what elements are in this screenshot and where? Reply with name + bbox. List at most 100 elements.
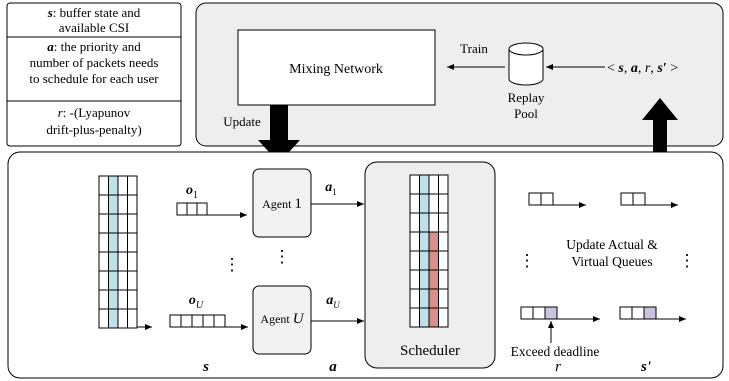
agent-U-box (252, 285, 312, 355)
replay-pool-icon (508, 42, 544, 86)
scheduler-grid-cell (419, 231, 430, 252)
state-grid-cell (117, 194, 128, 215)
legend-r-line1: r: -(Lyapunov (58, 105, 131, 120)
state-grid-cell (127, 270, 138, 291)
state-label: s (202, 359, 209, 375)
update-queues-line2: Virtual Queues (571, 254, 652, 269)
mixing-network-box (237, 29, 436, 106)
next-state-label: s' (640, 359, 651, 375)
scheduler-grid-cell (438, 193, 449, 214)
experience-up-arrow (642, 98, 678, 158)
mixing-network-label: Mixing Network (289, 62, 383, 77)
scheduler-grid-cell (438, 250, 449, 271)
update-label: Update (223, 114, 261, 129)
state-grid-cell (117, 270, 128, 291)
bottom-panel: o1 oU ⋮ Agent 1 ⋮ Agent U a1 aU (7, 151, 724, 379)
legend-a-line3: to schedule for each user (29, 71, 159, 86)
state-grid-cell (127, 308, 138, 329)
legend-s-line2: available CSI (59, 20, 129, 35)
scheduler-grid-cell (428, 212, 439, 233)
virtual-queue-bottom (619, 306, 686, 322)
state-grid-cell (98, 289, 109, 310)
legend-outer (6, 2, 182, 147)
scheduler-buffer-grid (409, 174, 449, 328)
scheduler-grid-cell (428, 250, 439, 271)
state-grid-cell (117, 251, 128, 272)
state-grid-cell (127, 213, 138, 234)
scheduler-grid-cell (419, 212, 430, 233)
replay-pool-label-1: Replay (508, 90, 545, 105)
scheduler-grid-cell (419, 193, 430, 214)
scheduler-grid-cell (438, 288, 449, 309)
scheduler-grid-cell (428, 307, 439, 328)
scheduler-grid-cell (409, 307, 420, 328)
vdots-right-queues: ⋮ (679, 251, 696, 270)
state-buffer-grid (98, 175, 138, 329)
state-grid-cell (108, 175, 119, 196)
action-U-label: aU (326, 293, 340, 310)
vdots-agents: ⋮ (274, 247, 291, 266)
scheduler-grid-cell (428, 174, 439, 195)
reward-label: r (555, 359, 561, 375)
scheduler-grid-cell (419, 307, 430, 328)
state-grid-cell (108, 251, 119, 272)
action-label: a (329, 359, 337, 375)
state-grid-cell (117, 213, 128, 234)
state-grid-cell (98, 232, 109, 253)
legend-box: s: buffer state and available CSI a: the… (6, 2, 182, 147)
legend-a-line2: number of packets needs (30, 55, 159, 70)
train-label: Train (460, 41, 488, 56)
scheduler-grid-cell (409, 174, 420, 195)
actual-queue-bottom (520, 306, 600, 322)
state-grid-cell (127, 232, 138, 253)
state-grid-cell (108, 194, 119, 215)
scheduler-grid-cell (409, 212, 420, 233)
observation-1-label: o1 (186, 183, 198, 201)
state-grid-cell (127, 251, 138, 272)
scheduler-grid-cell (409, 193, 420, 214)
scheduler-grid-cell (438, 269, 449, 290)
scheduler-grid-cell (409, 250, 420, 271)
observation-U-queue (169, 314, 248, 330)
scheduler-grid-cell (438, 174, 449, 195)
top-panel: Mixing Network Train Replay Pool < s, a,… (195, 2, 724, 147)
scheduler-grid-cell (409, 269, 420, 290)
state-grid-cell (108, 270, 119, 291)
scheduler-grid-cell (428, 269, 439, 290)
state-grid-cell (98, 270, 109, 291)
update-queues-line1: Update Actual & (566, 237, 658, 252)
scheduler-grid-cell (438, 212, 449, 233)
state-grid-cell (127, 194, 138, 215)
state-grid-cell (117, 232, 128, 253)
state-grid-cell (108, 213, 119, 234)
agent-1-box (252, 168, 312, 238)
state-grid-cell (108, 308, 119, 329)
exceed-deadline-label: Exceed deadline (511, 344, 600, 359)
scheduler-label: Scheduler (400, 343, 460, 359)
legend-r-line2: drift-plus-penalty) (46, 122, 141, 137)
observation-1-queue (176, 202, 247, 218)
scheduler-grid-cell (428, 231, 439, 252)
state-grid-cell (117, 289, 128, 310)
vdots-observations: ⋮ (224, 255, 241, 274)
scheduler-grid-cell (419, 250, 430, 271)
scheduler-grid-cell (409, 288, 420, 309)
state-grid-cell (108, 289, 119, 310)
virtual-queue-top (620, 192, 678, 208)
experience-tuple: < s, a, r, s′ > (607, 61, 678, 76)
replay-pool-label-2: Pool (514, 106, 538, 121)
action-1-label: a1 (325, 180, 337, 197)
legend-s-line1: s: buffer state and (47, 5, 141, 20)
scheduler-grid-cell (419, 174, 430, 195)
scheduler-grid-cell (438, 307, 449, 328)
state-grid-cell (108, 232, 119, 253)
update-down-arrow (258, 105, 300, 163)
state-grid-cell (98, 175, 109, 196)
scheduler-grid-cell (419, 269, 430, 290)
scheduler-grid-cell (419, 288, 430, 309)
agent-1-label: Agent 1 (262, 196, 302, 212)
state-grid-cell (98, 194, 109, 215)
legend-a-line1: a: the priority and (47, 39, 141, 54)
scheduler-grid-cell (438, 231, 449, 252)
